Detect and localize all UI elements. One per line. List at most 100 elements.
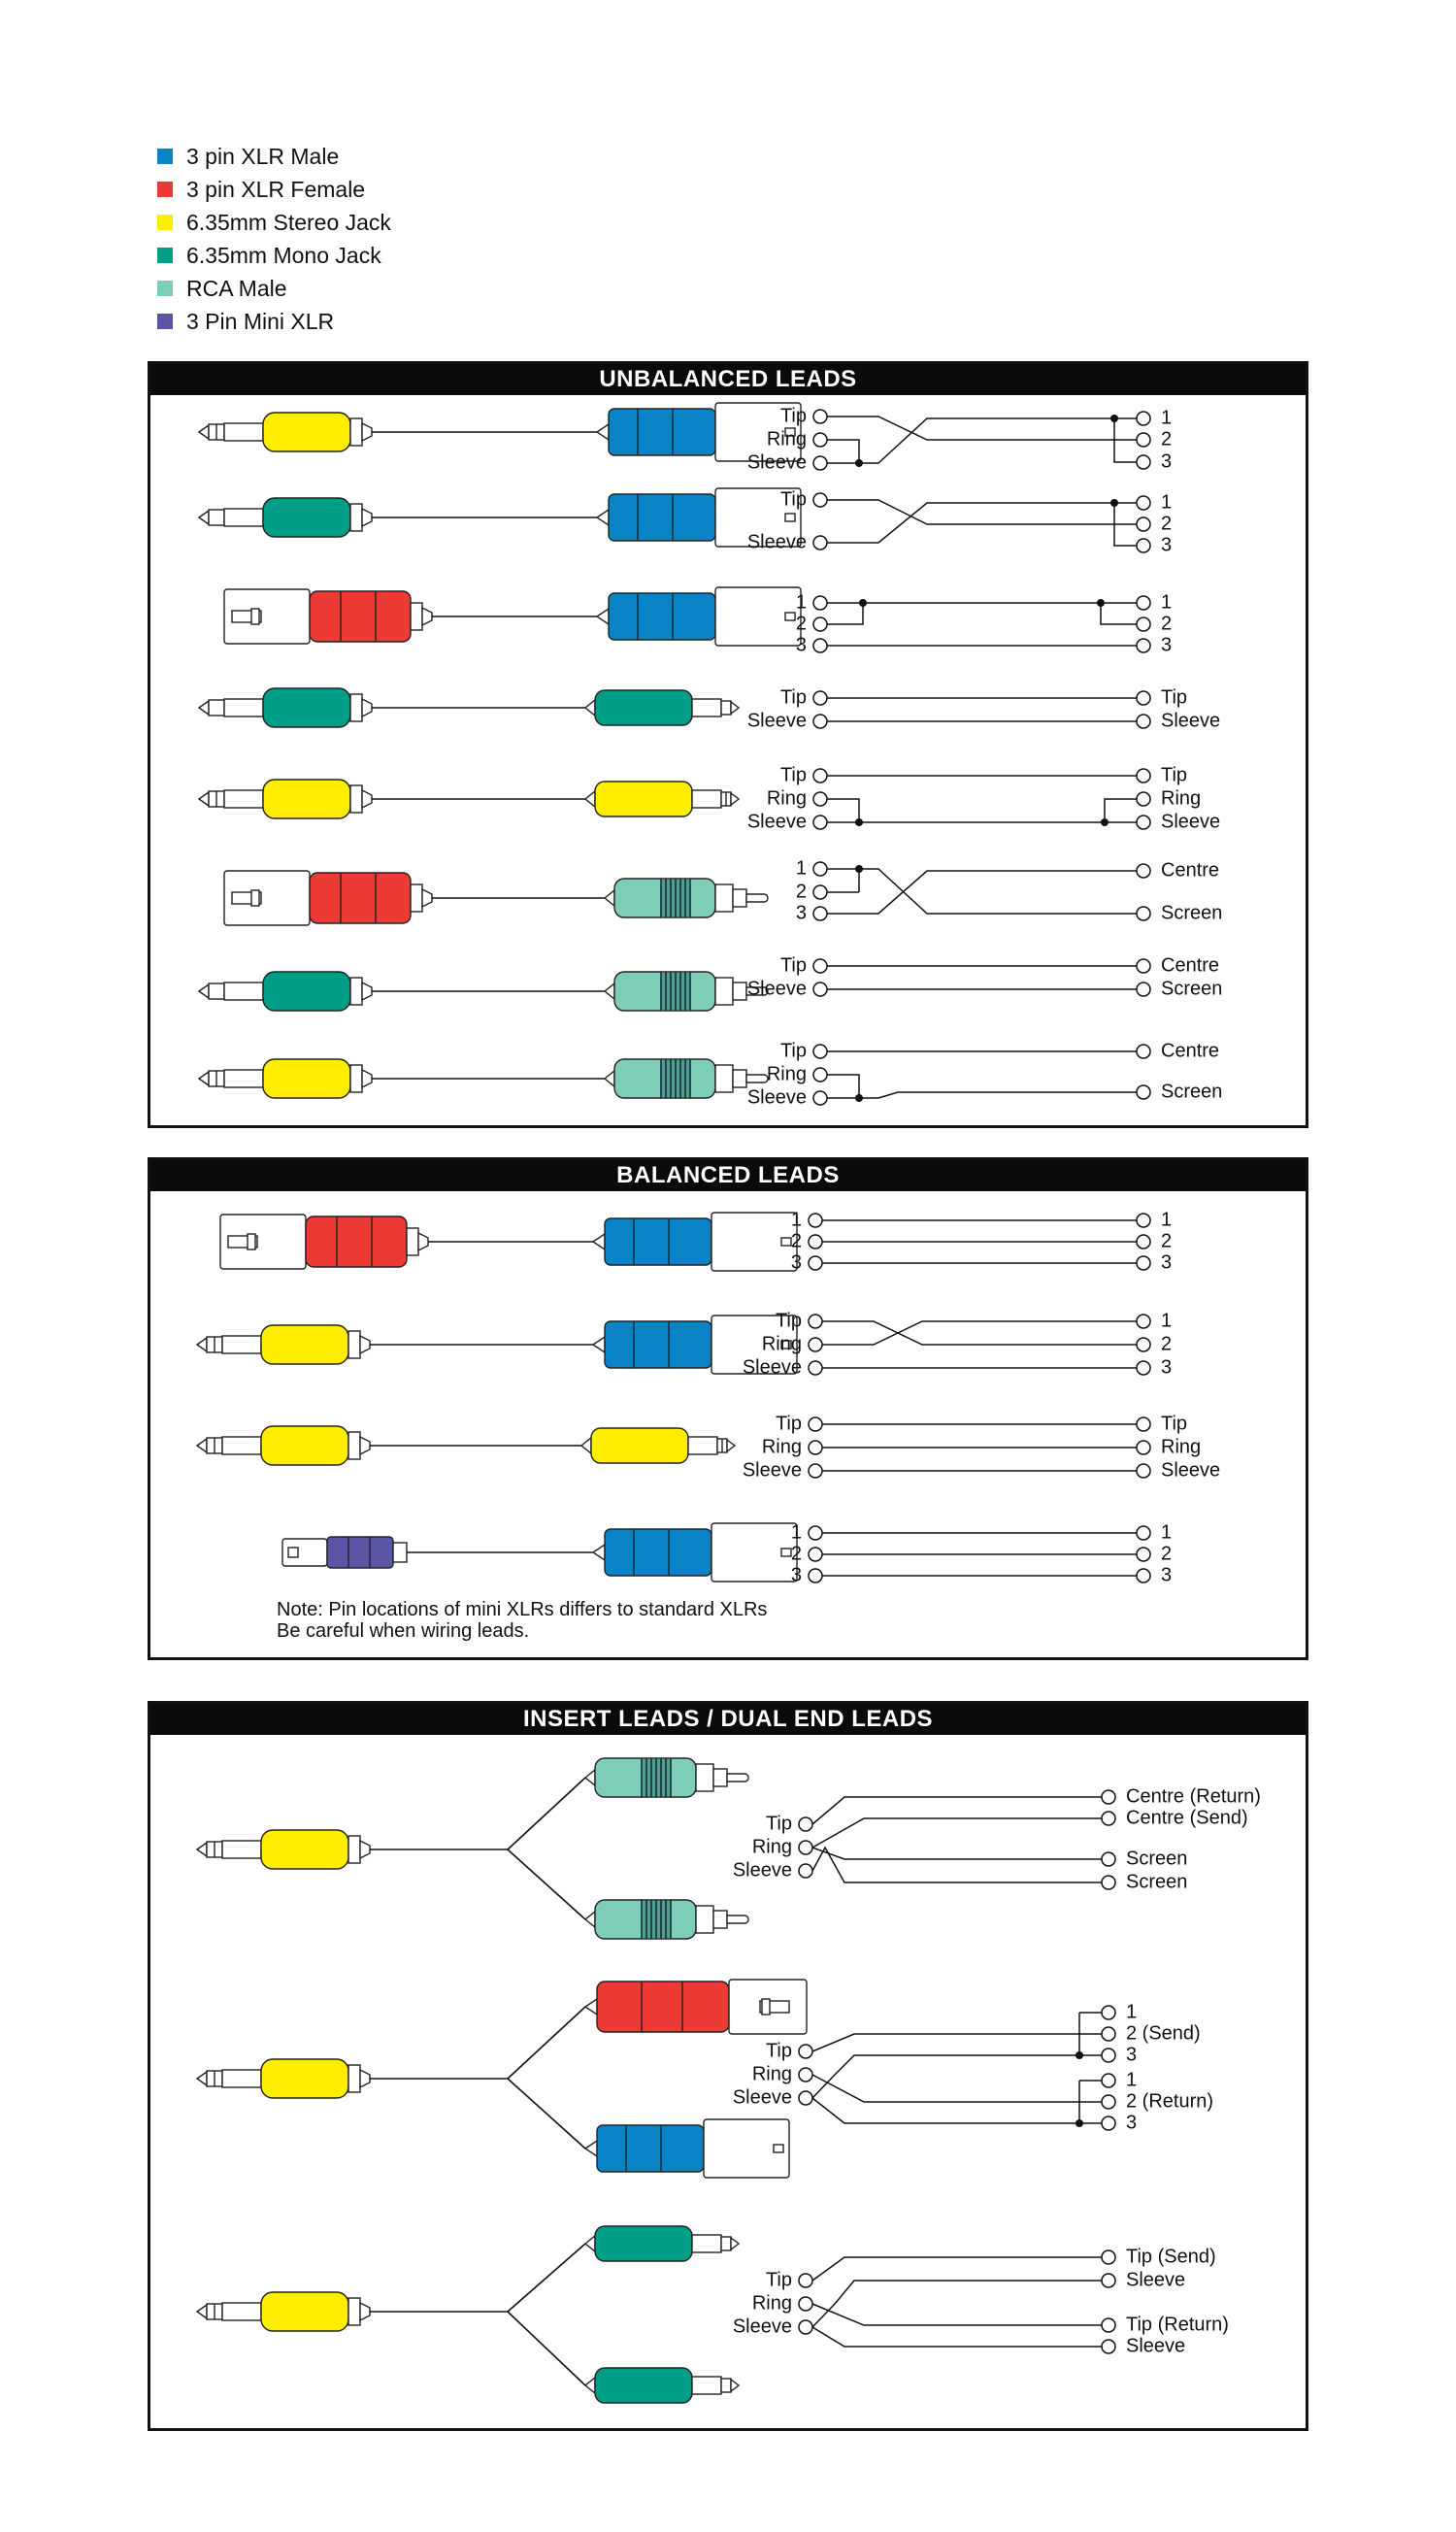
pin-terminal — [812, 409, 828, 424]
pin-label: Tip — [1161, 686, 1187, 708]
balanced-diagram: 123123TipRingSleeve123TipRingSleeveTipRi… — [195, 1209, 1220, 1585]
jack-sleeve — [691, 2376, 722, 2395]
pin-terminal — [1136, 411, 1151, 426]
panel-title: UNBALANCED LEADS — [150, 364, 1306, 395]
pin-terminal — [812, 455, 828, 471]
wire — [811, 2303, 1102, 2326]
pin-label: 2 — [1161, 1230, 1172, 1251]
xlr-body — [604, 1217, 712, 1266]
mini-xlr-plug — [281, 1536, 408, 1569]
legend-item-mini-xlr: 3 Pin Mini XLR — [157, 305, 391, 338]
mono-jack-plug — [583, 2367, 741, 2404]
pin-terminal — [1136, 1255, 1151, 1271]
xlr-boot — [591, 1232, 606, 1251]
pin-terminal — [1136, 538, 1151, 553]
xlr-body — [309, 590, 412, 643]
jack-boot — [583, 789, 596, 809]
insert-lead-row — [195, 1757, 749, 1940]
xlr-female-plug — [223, 588, 433, 645]
pin-label: 3 — [1161, 634, 1172, 655]
pin-label: Tip — [780, 686, 807, 708]
jack-tip — [730, 2236, 741, 2251]
solder-joint — [859, 599, 867, 607]
jack-sleeve — [221, 1335, 262, 1354]
xlr-latch — [780, 1548, 792, 1557]
pin-label: 2 — [1161, 428, 1172, 450]
insert-lead-row — [195, 2225, 741, 2404]
xlr-latch-button — [250, 608, 260, 625]
legend-label: 6.35mm Mono Jack — [186, 242, 381, 268]
jack-strain-relief — [347, 1431, 361, 1460]
mini-xlr-latch — [287, 1547, 299, 1558]
jack-tip — [197, 790, 210, 808]
xlr-boot — [583, 1997, 598, 2016]
pin-label: Sleeve — [1126, 2269, 1185, 2290]
jack-sleeve — [223, 422, 264, 442]
pin-terminal — [812, 982, 828, 997]
legend-label: 3 Pin Mini XLR — [186, 308, 335, 334]
jack-boot — [579, 1436, 592, 1455]
unbalanced-lead-row — [223, 870, 769, 926]
legend: 3 pin XLR Male 3 pin XLR Female 6.35mm S… — [157, 140, 391, 338]
wire — [1104, 798, 1137, 822]
pin-label: Sleeve — [1126, 2335, 1185, 2356]
pin-label: Tip — [780, 488, 807, 510]
unbalanced-lead-row — [197, 687, 741, 728]
jack-strain-relief — [349, 693, 363, 722]
stereo-jack-plug — [195, 2291, 371, 2332]
xlr-shell — [711, 1212, 798, 1272]
stereo-jack-plug — [195, 1425, 371, 1466]
mono-jack-plug — [197, 971, 373, 1012]
mini-xlr-note: Note: Pin locations of mini XLRs differs… — [277, 1599, 767, 1642]
xlr-latch — [784, 612, 796, 621]
jack-sleeve — [221, 1840, 262, 1859]
legend-item-stereo-jack: 6.35mm Stereo Jack — [157, 206, 391, 239]
xlr-female-plug — [583, 1979, 808, 2035]
note-line-1: Note: Pin locations of mini XLRs differs… — [277, 1599, 768, 1620]
pin-terminal — [1136, 958, 1151, 974]
xlr-shell — [703, 2118, 790, 2179]
pin-terminal — [812, 492, 828, 508]
jack-body — [262, 779, 351, 819]
pin-terminal — [808, 1337, 823, 1352]
rca-collar — [732, 888, 747, 908]
jack-body — [262, 687, 351, 728]
jack-boot — [359, 1334, 371, 1355]
rca-boot — [583, 1910, 596, 1929]
solder-joint — [1097, 599, 1105, 607]
pin-label: Sleeve — [1161, 710, 1220, 731]
legend-item-mono-jack: 6.35mm Mono Jack — [157, 239, 391, 272]
jack-ring-section — [208, 983, 225, 1000]
xlr-boot — [417, 1231, 429, 1252]
rca-boot — [583, 1768, 596, 1787]
rca-pin — [745, 1074, 769, 1083]
pin-label: 3 — [796, 634, 807, 655]
wire — [827, 868, 860, 892]
mini-xlr-boot — [392, 1542, 408, 1563]
pin-terminal — [1101, 2073, 1116, 2088]
rca-shield — [695, 1905, 714, 1934]
pin-terminal — [1136, 1416, 1151, 1432]
xlr-male-plug — [595, 487, 802, 548]
rca-plug — [583, 1757, 749, 1798]
wire — [827, 502, 1137, 544]
rca-collar — [712, 1910, 728, 1929]
solder-joint — [1110, 415, 1118, 422]
xlr-latch-button — [250, 889, 260, 907]
pin-label: 1 — [796, 591, 807, 613]
pin-label: 1 — [1161, 1310, 1172, 1331]
xlr-boot — [595, 508, 610, 527]
pin-label: Centre (Send) — [1126, 1807, 1248, 1828]
stereo-jack-plug — [197, 779, 373, 819]
pin-label: Tip (Return) — [1126, 2314, 1229, 2335]
jack-strain-relief — [347, 1835, 361, 1864]
pin-label: 3 — [1126, 2112, 1137, 2133]
pin-terminal — [1101, 1851, 1116, 1867]
stereo-jack-plug — [195, 1829, 371, 1870]
pin-label: Tip — [766, 1813, 792, 1834]
wire — [1078, 2080, 1102, 2123]
xlr-strain-relief — [410, 883, 423, 913]
xlr-male-plug — [595, 402, 802, 462]
solder-joint — [1075, 2051, 1083, 2059]
